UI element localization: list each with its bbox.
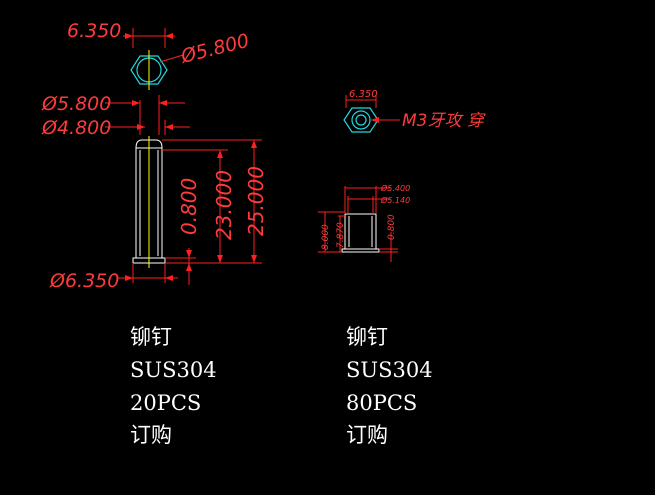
right-dims: Ø5.400 Ø5.140 8.000 7.870 0.800 (318, 183, 410, 262)
right-rivet: 6.350 M3牙攻 穿 Ø5.400 Ø5.140 (318, 89, 486, 262)
left-top-width-label: 6.350 (67, 20, 121, 42)
left-hex-dia-label: Ø5.800 (178, 30, 252, 68)
right-hex-view: M3牙攻 穿 (343, 107, 486, 133)
left-note-quantity: 20PCS (130, 391, 201, 415)
right-head-label: 0.800 (387, 214, 397, 240)
right-total-len-label: 8.000 (321, 224, 331, 250)
left-base-dia-label: Ø6.350 (49, 270, 119, 292)
left-shank-dims: Ø5.800 Ø4.800 (41, 93, 190, 139)
left-rivet-body (132, 136, 166, 268)
right-shank-len-label: 7.870 (336, 222, 346, 248)
left-note-name: 铆钉 (130, 325, 172, 349)
right-top-width-label: 6.350 (349, 89, 378, 100)
left-vertical-dims: 0.800 23.000 25.000 (162, 139, 268, 285)
right-thread-note: M3牙攻 穿 (402, 111, 486, 131)
left-head-label: 0.800 (177, 178, 201, 235)
left-top-width-dim: 6.350 (67, 20, 175, 48)
right-note-quantity: 80PCS (346, 391, 417, 415)
left-note-order: 订购 (130, 423, 172, 447)
left-hex-view: Ø5.800 (130, 30, 252, 90)
notes-left: 铆钉 SUS304 20PCS 订购 (130, 325, 217, 447)
right-outer-dia-label: Ø5.400 (380, 183, 410, 193)
notes-right: 铆钉 SUS304 80PCS 订购 (346, 325, 433, 447)
left-rivet: 6.350 Ø5.800 Ø5.800 Ø4.800 (41, 20, 268, 292)
right-note-material: SUS304 (346, 358, 433, 382)
left-base-dim: Ø6.350 (49, 263, 178, 292)
left-shank-outer-label: Ø5.800 (41, 93, 111, 115)
right-note-name: 铆钉 (346, 325, 388, 349)
right-inner-dia-label: Ø5.140 (380, 195, 410, 205)
right-top-width-dim: 6.350 (345, 89, 378, 108)
left-note-material: SUS304 (130, 358, 217, 382)
left-total-len-label: 25.000 (244, 166, 268, 236)
left-shank-inner-label: Ø4.800 (41, 117, 111, 139)
right-rivet-body (341, 213, 380, 253)
left-shank-len-label: 23.000 (212, 170, 236, 240)
right-note-order: 订购 (346, 423, 388, 447)
